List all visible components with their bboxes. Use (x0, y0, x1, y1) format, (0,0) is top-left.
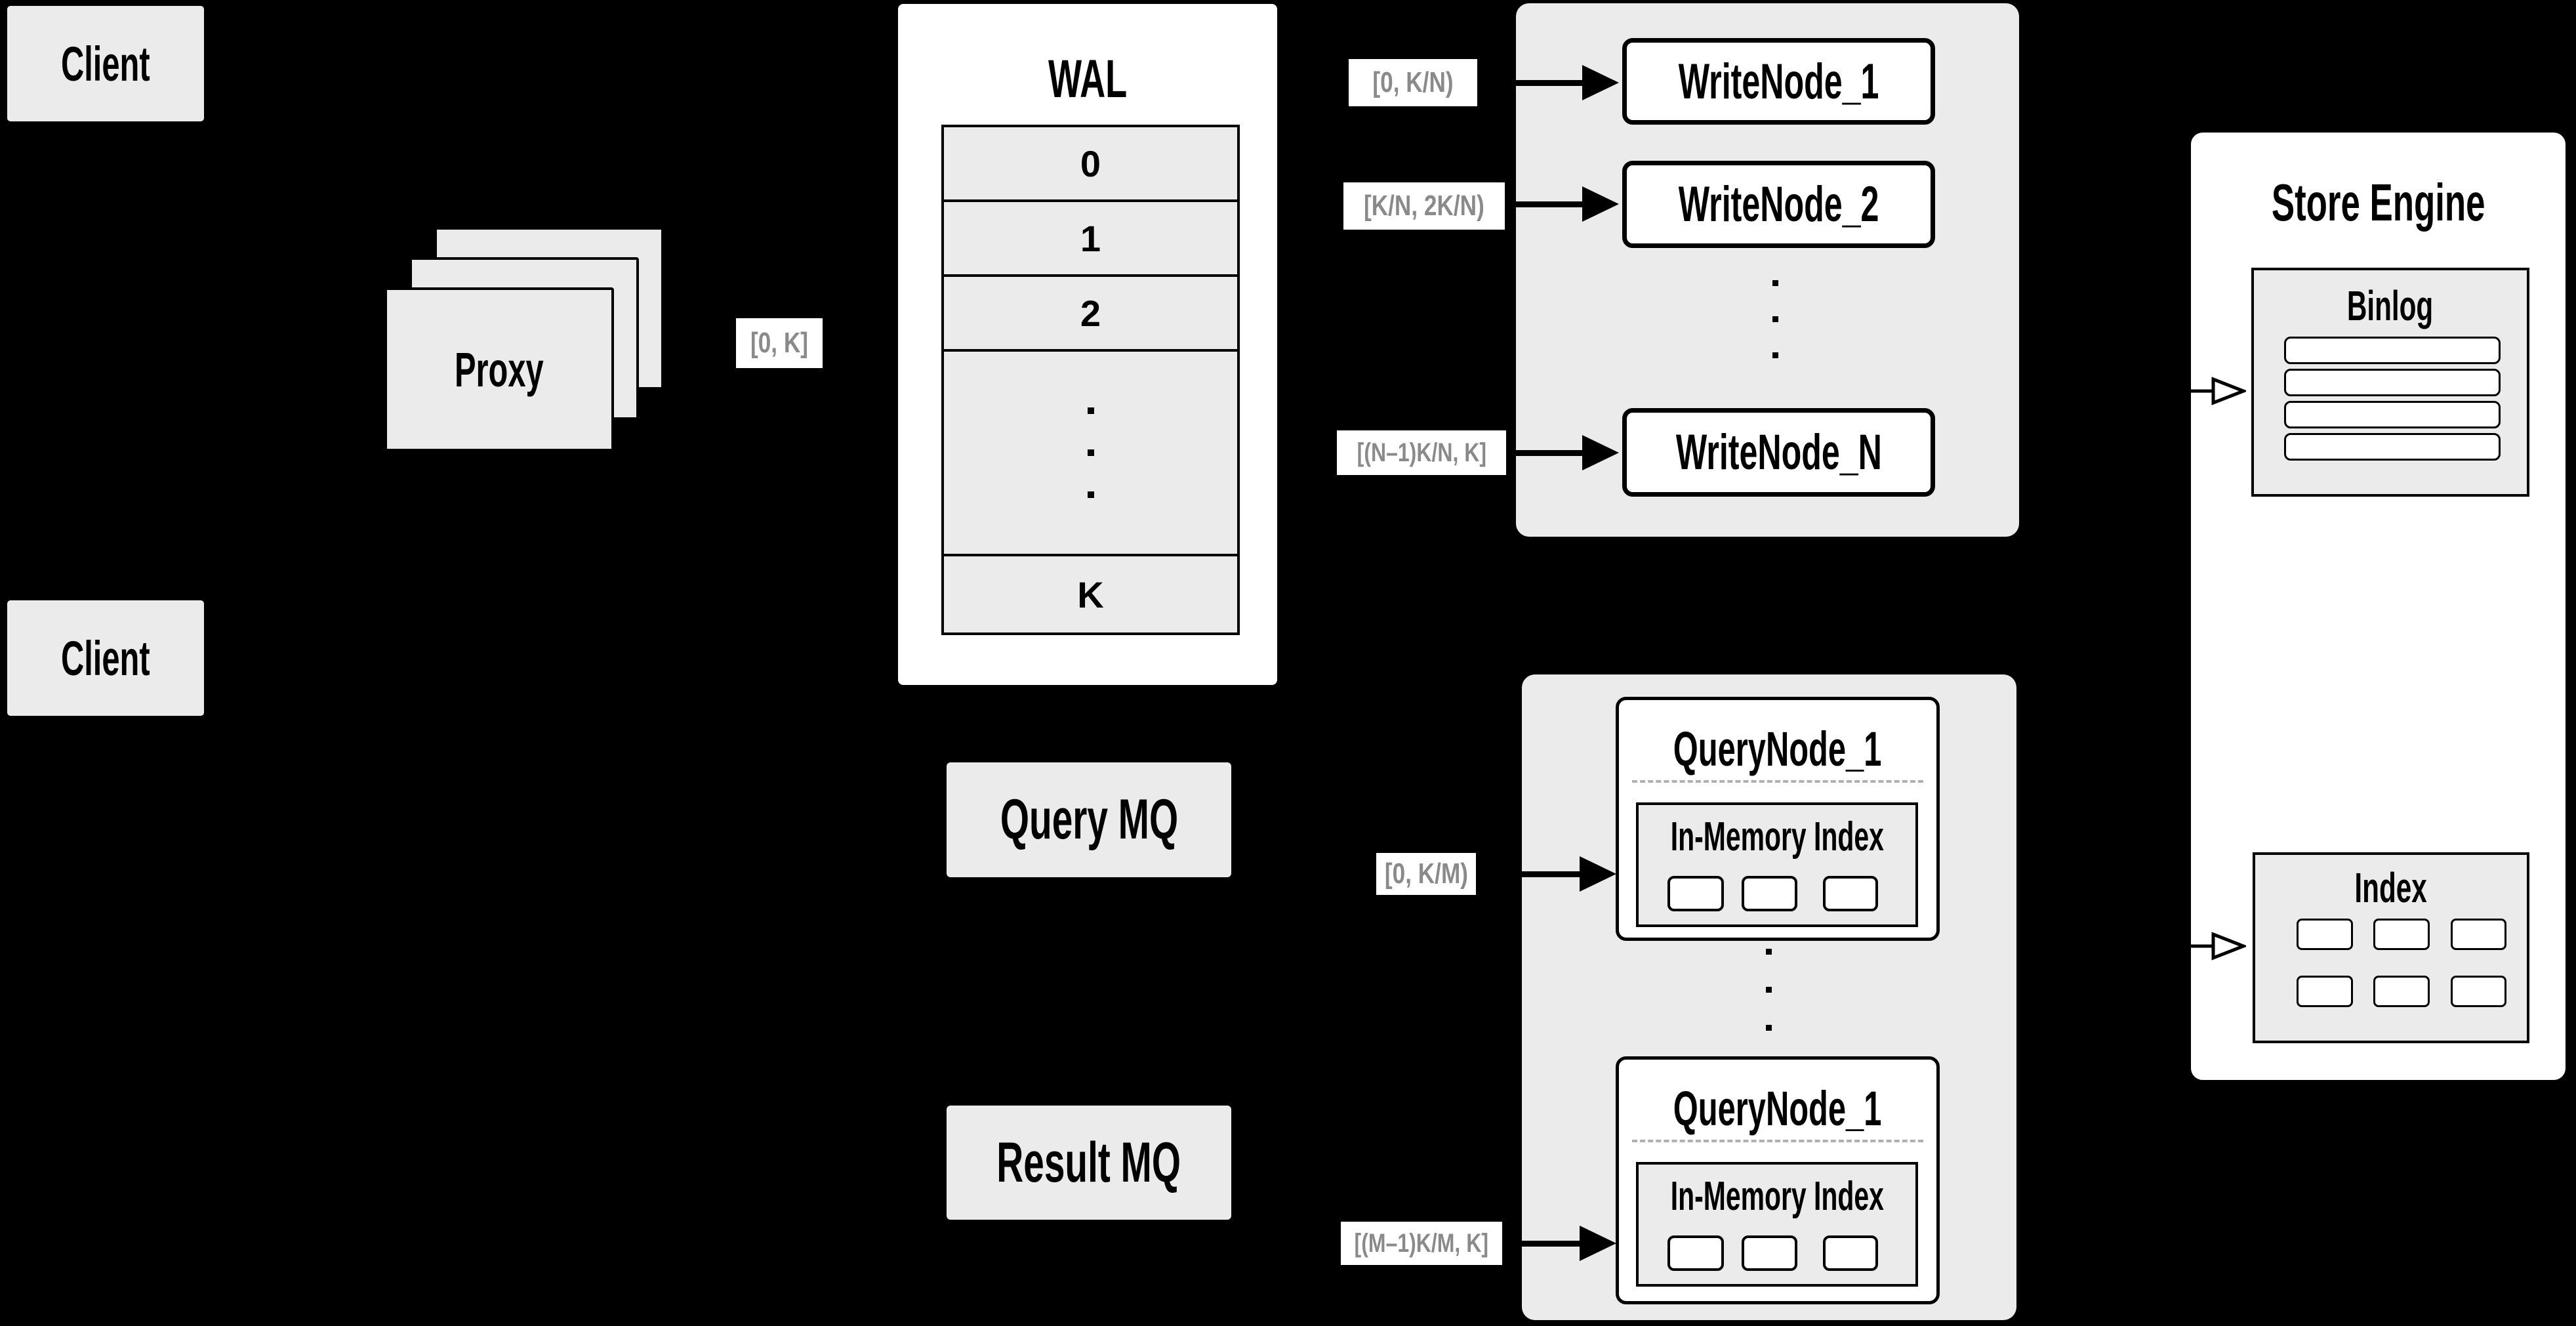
vertical-ellipsis-dot (1772, 316, 1778, 322)
wal-ellipsis-cell (944, 352, 1237, 556)
wal-box: WAL 0 1 2 K (895, 1, 1280, 688)
wal-segment-row: K (944, 556, 1237, 632)
range-label-querynode-1: [0, K/M) (1376, 853, 1476, 895)
query-node-bottom: QueryNode_1 In-Memory Index (1616, 1056, 1940, 1304)
binlog-row (2284, 433, 2501, 461)
query-node-title: QueryNode_1 (1673, 721, 1882, 776)
index-box: Index (2253, 852, 2529, 1043)
range-label-writenode-1: [0, K/N) (1349, 59, 1477, 106)
query-node-title: QueryNode_1 (1673, 1081, 1882, 1136)
range-label-writenode-2: [K/N, 2K/N) (1343, 182, 1505, 230)
vertical-ellipsis-dot (1766, 1025, 1772, 1031)
client-bottom-label: Client (61, 631, 150, 686)
in-memory-index-title: In-Memory Index (1670, 1173, 1884, 1219)
vertical-ellipsis-dot (1772, 280, 1778, 286)
memory-segment (1667, 876, 1724, 911)
vertical-ellipsis-dot (1766, 987, 1772, 993)
vertical-ellipsis-dot (1087, 407, 1094, 414)
divider-dashed-line (1632, 1140, 1923, 1142)
wal-segment-table: 0 1 2 K (941, 125, 1240, 635)
result-mq-box: Result MQ (947, 1106, 1231, 1220)
index-cell (2373, 976, 2430, 1007)
hollow-arrow-binlog-icon (2188, 377, 2246, 405)
binlog-title: Binlog (2347, 282, 2434, 329)
wal-title: WAL (1048, 49, 1128, 109)
query-mq-box: Query MQ (947, 762, 1231, 877)
client-top-label: Client (61, 36, 150, 91)
query-node-top: QueryNode_1 In-Memory Index (1616, 697, 1940, 941)
index-cell (2451, 919, 2506, 950)
hollow-arrow-index-icon (2188, 932, 2246, 961)
vertical-ellipsis-dot (1766, 949, 1772, 955)
proxy-label: Proxy (455, 342, 544, 397)
store-engine-title: Store Engine (2271, 173, 2485, 232)
result-mq-label: Result MQ (996, 1130, 1181, 1194)
vertical-ellipsis-dot (1087, 491, 1094, 498)
range-label-querynode-m: [(M–1)K/M, K] (1341, 1222, 1502, 1265)
in-memory-index-title: In-Memory Index (1670, 814, 1884, 860)
store-engine-panel: Store Engine Binlog Index (2188, 130, 2568, 1083)
client-box-bottom: Client (5, 598, 206, 718)
in-memory-index-box: In-Memory Index (1636, 802, 1918, 927)
vertical-ellipsis-dot (1087, 449, 1094, 456)
memory-segment (1742, 1235, 1797, 1271)
wal-segment-row: 1 (944, 202, 1237, 277)
vertical-ellipsis-dot (1772, 352, 1778, 358)
query-mq-label: Query MQ (1000, 788, 1178, 851)
memory-segment (1823, 1235, 1878, 1271)
write-node-1: WriteNode_1 (1622, 38, 1935, 125)
binlog-box: Binlog (2251, 268, 2529, 497)
binlog-row (2284, 401, 2501, 428)
index-cell (2373, 919, 2430, 950)
proxy-stack: Proxy (384, 227, 666, 451)
memory-segment (1667, 1235, 1724, 1271)
binlog-row (2284, 337, 2501, 364)
write-node-2: WriteNode_2 (1622, 161, 1935, 248)
divider-dashed-line (1632, 780, 1923, 783)
write-node-n: WriteNode_N (1622, 408, 1935, 497)
binlog-row (2284, 369, 2501, 396)
index-title: Index (2354, 864, 2428, 911)
client-box-top: Client (5, 4, 206, 123)
index-cell (2297, 919, 2353, 950)
index-cell (2451, 976, 2506, 1007)
memory-segment (1742, 876, 1797, 911)
wal-segment-row: 0 (944, 127, 1237, 202)
memory-segment (1823, 876, 1878, 911)
wal-segment-row: 2 (944, 277, 1237, 352)
range-label-proxy-out: [0, K] (736, 318, 823, 368)
in-memory-index-box: In-Memory Index (1636, 1162, 1918, 1287)
proxy-card-front: Proxy (384, 287, 614, 451)
index-cell (2297, 976, 2353, 1007)
range-label-writenode-n: [(N–1)K/N, K] (1337, 430, 1506, 475)
